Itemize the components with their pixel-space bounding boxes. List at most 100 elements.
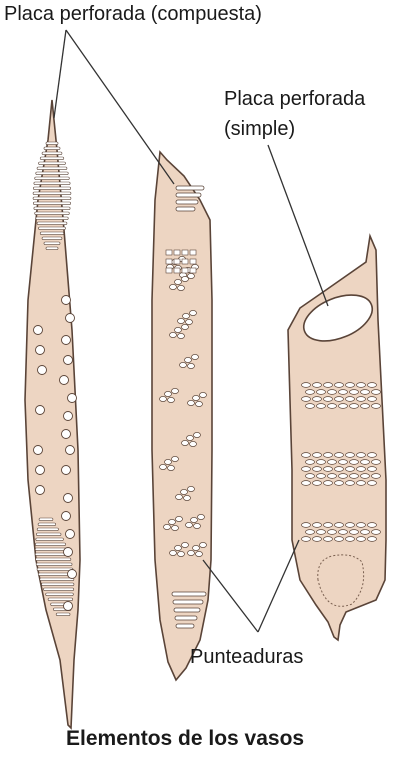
perforation-bar	[40, 232, 64, 235]
pit	[181, 489, 188, 494]
label-simple-line1: Placa perforada	[224, 84, 418, 114]
pit	[350, 474, 359, 479]
pit	[174, 259, 180, 264]
pit	[186, 319, 193, 324]
pit	[62, 336, 71, 345]
pit	[346, 523, 355, 528]
pit	[64, 548, 73, 557]
pit	[372, 390, 381, 395]
vessel-element-2	[152, 152, 212, 680]
pit	[178, 551, 185, 556]
pit	[313, 453, 322, 458]
pit	[166, 259, 172, 264]
label-compound-perforation-plate: Placa perforada (compuesta)	[4, 3, 262, 26]
perforation-bar	[33, 197, 71, 200]
pit	[172, 388, 179, 393]
pit	[172, 456, 179, 461]
pit	[180, 362, 187, 367]
pit	[178, 318, 185, 323]
perforation-bar	[173, 600, 203, 604]
perforation-bar	[35, 212, 70, 215]
pit	[62, 512, 71, 521]
pit	[350, 390, 359, 395]
pit	[68, 394, 77, 403]
pit	[160, 464, 167, 469]
pit	[175, 279, 182, 284]
pit	[324, 383, 333, 388]
perforation-bar	[176, 193, 201, 197]
pit	[169, 519, 176, 524]
perforation-bar	[174, 608, 200, 612]
pit	[168, 465, 175, 470]
pit	[175, 327, 182, 332]
pit	[190, 268, 196, 273]
pit	[317, 460, 326, 465]
perforation-bar	[34, 182, 70, 185]
pit	[66, 446, 75, 455]
perforation-bar	[175, 616, 197, 620]
pit	[165, 391, 172, 396]
figure-caption: Elementos de los vasos	[66, 727, 304, 751]
pit	[324, 397, 333, 402]
pit	[190, 310, 197, 315]
perforation-bar	[37, 167, 67, 170]
perforation-bar	[172, 592, 206, 596]
pit	[357, 453, 366, 458]
perforation-bar	[37, 528, 58, 531]
pit	[192, 354, 199, 359]
perforation-bar	[36, 533, 61, 536]
perforation-bar	[46, 247, 58, 250]
pit	[165, 459, 172, 464]
perforation-bar	[176, 207, 195, 211]
pit	[372, 530, 381, 535]
perforation-bar	[36, 538, 64, 541]
pit	[174, 250, 180, 255]
pit	[191, 517, 198, 522]
pit	[346, 453, 355, 458]
pit	[317, 530, 326, 535]
pit	[60, 376, 69, 385]
pit	[317, 474, 326, 479]
pit	[175, 545, 182, 550]
pit	[357, 537, 366, 542]
vessel-element-1	[25, 100, 80, 728]
pit	[368, 383, 377, 388]
perforation-bar	[36, 217, 69, 220]
pit	[306, 460, 315, 465]
pit	[194, 523, 201, 528]
pit	[372, 460, 381, 465]
perforation-bar	[176, 186, 204, 190]
pit	[317, 390, 326, 395]
pit	[170, 284, 177, 289]
pit	[302, 523, 311, 528]
perforation-bar	[38, 523, 56, 526]
perforation-bar	[35, 177, 70, 180]
pit	[339, 474, 348, 479]
pit	[68, 570, 77, 579]
pit	[306, 530, 315, 535]
pit	[182, 268, 188, 273]
pit	[176, 494, 183, 499]
pit	[361, 404, 370, 409]
pit	[357, 383, 366, 388]
pit	[313, 383, 322, 388]
pit	[196, 551, 203, 556]
pit	[368, 453, 377, 458]
leader-pits-to-vessel-3	[258, 540, 299, 632]
leader-compound-to-vessel-2	[66, 30, 174, 184]
perforation-bar	[41, 583, 74, 586]
pit	[346, 537, 355, 542]
pit	[335, 397, 344, 402]
pit	[64, 356, 73, 365]
pit	[313, 397, 322, 402]
perforation-bar	[34, 207, 70, 210]
pit	[339, 460, 348, 465]
pit	[328, 390, 337, 395]
pit	[346, 481, 355, 486]
pit	[372, 404, 381, 409]
pit	[313, 523, 322, 528]
pit	[328, 474, 337, 479]
pit	[368, 481, 377, 486]
pit	[64, 412, 73, 421]
pit	[36, 346, 45, 355]
